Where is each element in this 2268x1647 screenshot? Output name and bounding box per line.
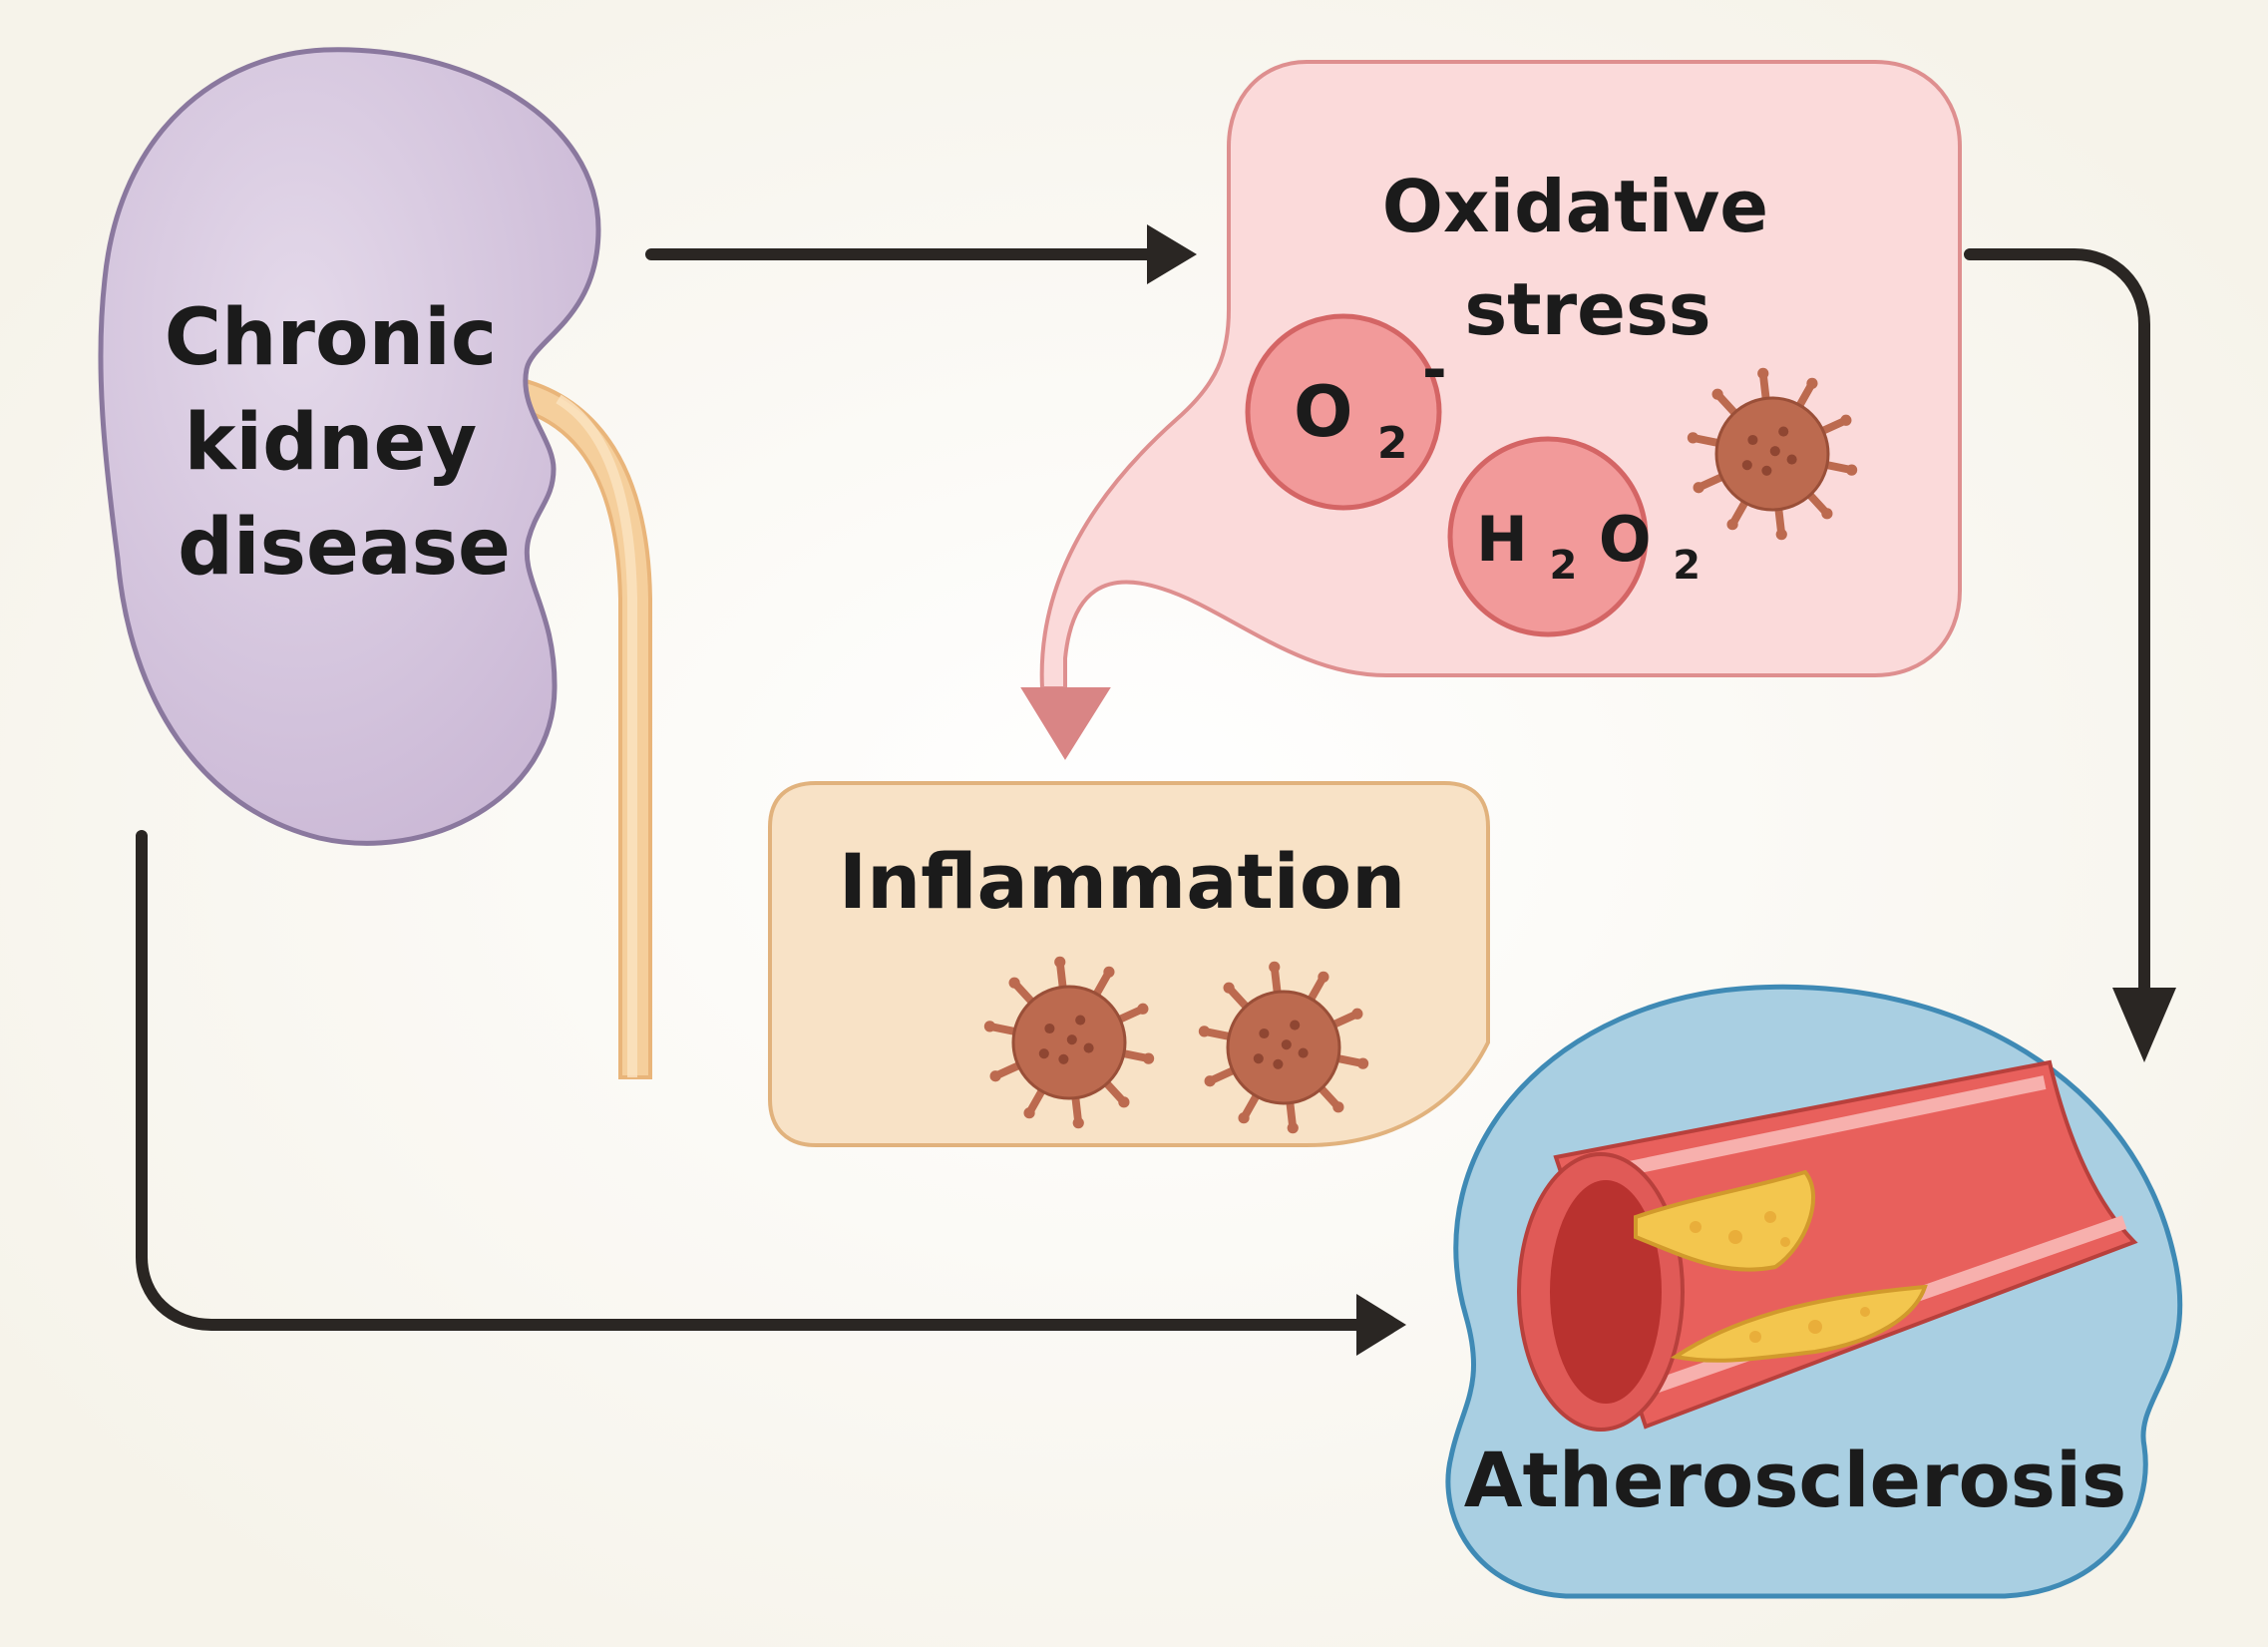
cell-granule [1281, 1039, 1292, 1050]
cell-granule [1298, 1047, 1309, 1058]
cell-spike-tip [1072, 1117, 1084, 1129]
cell-spike-tip [1840, 414, 1852, 426]
cell-spike-tip [1845, 464, 1858, 476]
oxidative-stress-label: Oxidative stress [1382, 165, 1793, 351]
cell-granule [1038, 1048, 1049, 1059]
arrow-ckd-to-athero-head [1356, 1294, 1406, 1356]
arrow-ckd-to-oxidative-head [1147, 224, 1197, 284]
kidney-icon [98, 47, 601, 846]
arrow-ckd-to-athero [136, 830, 1372, 1331]
cell-spike-tip [1142, 1052, 1155, 1064]
cell-spike-tip [1775, 529, 1787, 541]
cell-spike-tip [1223, 982, 1235, 994]
cell-spike-tip [1137, 1003, 1149, 1015]
cell-spike-tip [1118, 1096, 1130, 1108]
cell-spike-tip [1238, 1112, 1250, 1124]
cell-spike-tip [1687, 432, 1700, 444]
cell-spike-tip [1693, 482, 1704, 494]
immune-cell-icon [983, 956, 1155, 1129]
hydrogen-peroxide-label: H 2 O 2 [1476, 503, 1701, 594]
oxidative-to-inflammation-arrowhead [1020, 687, 1111, 760]
superoxide-molecule-icon: O 2 - [1245, 313, 1447, 511]
artery-plaque-icon [1517, 1059, 2138, 1432]
arrow-oxidative-to-athero-head [2112, 988, 2176, 1062]
cell-granule [1290, 1020, 1301, 1030]
cell-spike-tip [983, 1021, 996, 1032]
oxidative-stress-node: Oxidative stress O 2 - H 2 O 2 [1020, 60, 1962, 760]
arrow-oxidative-to-athero [1964, 248, 2150, 999]
cell-spike-tip [1351, 1008, 1363, 1020]
cell-granule [1259, 1028, 1270, 1039]
cell-spike-tip [1103, 966, 1115, 978]
ureter-icon [517, 376, 652, 1079]
inflammation-node: Inflammation [768, 781, 1490, 1147]
cell-spike-tip [1711, 388, 1723, 400]
cell-granule [1761, 465, 1772, 476]
cell-granule [1075, 1015, 1086, 1026]
atherosclerosis-node: Atherosclerosis [1445, 984, 2183, 1599]
oxidative-label-line-1: Oxidative [1382, 165, 1768, 248]
ckd-label-line-3: disease [178, 503, 511, 593]
atherosclerosis-label: Atherosclerosis [1464, 1436, 2127, 1524]
cell-spike-tip [1287, 1122, 1299, 1134]
cell-spike-tip [1821, 508, 1833, 520]
cell-spike-tip [1204, 1075, 1216, 1087]
cell-spike-tip [1318, 971, 1329, 983]
cell-granule [1083, 1042, 1094, 1053]
cell-granule [1778, 426, 1789, 437]
cell-spike-tip [1054, 956, 1066, 968]
ckd-label: Chronic kidney disease [165, 293, 524, 593]
ckd-label-line-1: Chronic [165, 293, 497, 383]
cell-spike-tip [1726, 519, 1738, 531]
cell-spike-tip [1198, 1026, 1211, 1037]
arrows [136, 224, 2176, 1356]
immune-cell-icon [1687, 367, 1858, 541]
cell-spike-tip [1806, 377, 1818, 389]
cell-spike-tip [1008, 977, 1020, 989]
cell-spike-tip [1269, 961, 1281, 973]
cell-spike-tip [1356, 1057, 1369, 1069]
oxidative-stress-box [1039, 60, 1962, 690]
cell-spike-tip [1023, 1107, 1035, 1119]
ckd-node: Chronic kidney disease [98, 47, 601, 846]
cell-granule [1273, 1058, 1284, 1069]
superoxide-label: O 2 - [1294, 335, 1447, 475]
cell-granule [1741, 460, 1752, 471]
oxidative-label-line-2: stress [1464, 267, 1710, 351]
cell-granule [1253, 1053, 1264, 1064]
cell-spike-tip [1757, 367, 1769, 379]
cell-granule [1066, 1034, 1077, 1045]
hydrogen-peroxide-molecule-icon: H 2 O 2 [1447, 436, 1701, 637]
cell-granule [1786, 454, 1797, 465]
ckd-label-line-2: kidney [185, 398, 478, 488]
cell-granule [1044, 1023, 1055, 1034]
inflammation-label: Inflammation [839, 837, 1405, 926]
immune-cell-icon [1198, 961, 1369, 1134]
cell-granule [1747, 434, 1758, 446]
cell-spike-tip [989, 1070, 1001, 1082]
cell-granule [1058, 1053, 1069, 1064]
cell-spike-tip [1332, 1101, 1344, 1113]
cell-granule [1769, 446, 1780, 457]
